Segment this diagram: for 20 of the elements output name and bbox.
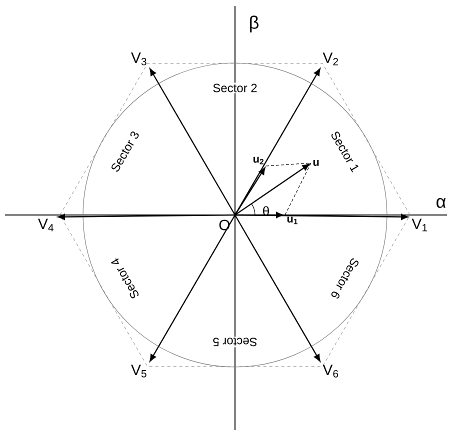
vector-label: u$_{2}$	[253, 156, 264, 164]
arrow	[150, 214, 236, 362]
vector-label: V$_{4}$	[38, 218, 54, 232]
arrow	[150, 68, 236, 216]
arrow	[234, 214, 320, 362]
vector-label: V$_{3}$	[131, 52, 146, 66]
vector-label: V$_{1}$	[412, 218, 428, 232]
axis-label: α	[434, 197, 448, 209]
vector-label: V$_{6}$	[322, 364, 338, 378]
sector-label: Sector 5	[212, 336, 258, 348]
vector-label: V$_{5}$	[131, 364, 146, 378]
sector-label: Sector 2	[212, 82, 258, 94]
vector-label: u$_{1}$	[287, 216, 298, 224]
arrow	[234, 164, 310, 216]
arrow	[58, 214, 236, 220]
vector-label: u	[313, 160, 319, 166]
arrow	[235, 212, 284, 218]
axis-label: β	[248, 14, 260, 34]
vector-label: V$_{2}$	[322, 52, 338, 66]
arrow	[234, 167, 266, 216]
